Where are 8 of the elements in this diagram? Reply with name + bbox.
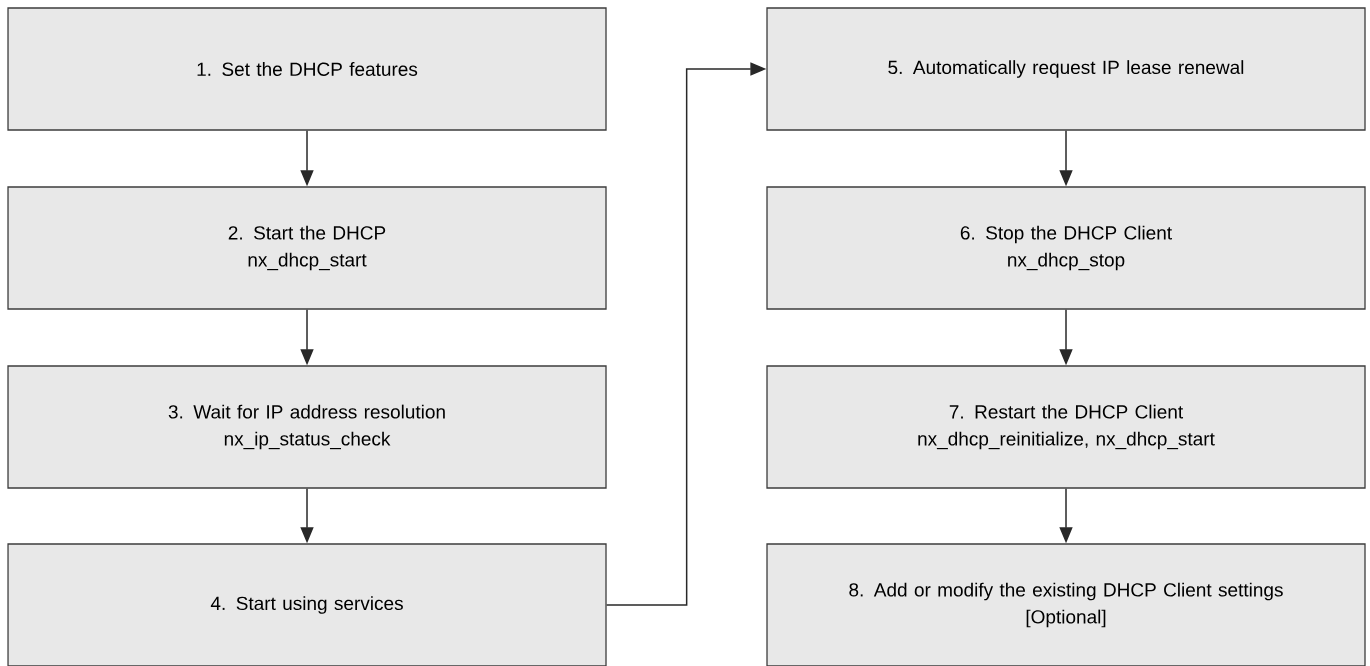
process-box: 2. Start the DHCP nx_dhcp_start [7, 186, 607, 310]
process-box: 1. Set the DHCP features [7, 7, 607, 131]
process-box: 6. Stop the DHCP Client nx_dhcp_stop [766, 186, 1366, 310]
process-box: 7. Restart the DHCP Client nx_dhcp_reinitialize, nx_dhcp_start [766, 365, 1366, 489]
process-box: 3. Wait for IP address resolution nx_ip_status_check [7, 365, 607, 489]
process-box: 5. Automatically request IP lease renewal [766, 7, 1366, 131]
process-box: 8. Add or modify the existing DHCP Client settings [Optional] [766, 543, 1366, 666]
process-box: 4. Start using services [7, 543, 607, 666]
